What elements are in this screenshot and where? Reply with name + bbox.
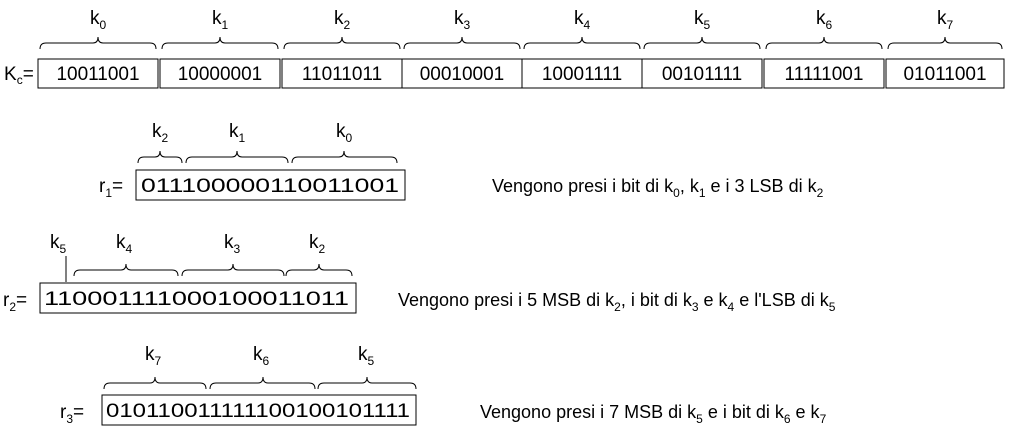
byte-bits: 00010001 [420, 64, 505, 85]
bits-box [135, 169, 406, 201]
bits-string: 110001111000100011011 [44, 289, 349, 310]
bits-box [101, 394, 417, 426]
brace-k4 [73, 263, 179, 277]
bits-string: 011100000110011001 [141, 176, 399, 197]
brace-k2 [137, 150, 183, 164]
key-byte-0: 10011001 k0 [37, 8, 159, 89]
brace-k5 [317, 376, 417, 390]
row-r2: r2= 110001111000100011011 k5 k4 k3 k2 Ve… [3, 232, 836, 314]
byte-label: k6 [816, 8, 833, 32]
key-byte-5: 00101111 k5 [641, 8, 763, 89]
brace-k1 [185, 150, 289, 164]
brace [887, 36, 1003, 50]
bits-string: 010110011111100100101111 [106, 401, 410, 422]
byte-box [885, 58, 1005, 89]
byte-bits: 10011001 [56, 64, 139, 85]
brace-k0 [291, 150, 398, 164]
brace-label: k2 [152, 121, 169, 145]
byte-label: k5 [694, 8, 711, 32]
brace-label: k7 [145, 344, 162, 368]
brace-label: k5 [358, 344, 375, 368]
row-r1: r1= 011100000110011001 k2 k1 k0 Vengono … [99, 121, 824, 201]
brace-k3 [181, 263, 285, 277]
brace-label: k1 [229, 121, 246, 145]
byte-label: k7 [937, 8, 954, 32]
brace [39, 36, 157, 50]
byte-bits: 00101111 [662, 64, 742, 85]
brace-label: k5 [50, 232, 67, 256]
row-description: Vengono presi i 5 MSB di k2, i bit di k3… [398, 290, 836, 314]
brace-k2 [285, 263, 353, 277]
key-byte-7: 01011001 k7 [885, 8, 1005, 89]
brace [161, 36, 279, 50]
byte-label: k1 [212, 8, 229, 32]
byte-label: k3 [454, 8, 471, 32]
row-r3: r3= 010110011111100100101111 k7 k6 k5 Ve… [60, 344, 827, 426]
byte-box [641, 58, 763, 89]
brace-label: k6 [253, 344, 270, 368]
key-byte-1: 10000001 k1 [159, 8, 281, 89]
brace [283, 36, 401, 50]
key-byte-3: 00010001 k3 [401, 8, 523, 89]
key-byte-2: 11011011 k2 [281, 8, 403, 89]
byte-box [159, 58, 281, 89]
brace-label: k4 [116, 232, 133, 256]
brace-label: k2 [309, 232, 326, 256]
key-byte-4: 10001111 k4 [521, 8, 643, 89]
byte-box [521, 58, 643, 89]
byte-box [763, 58, 885, 89]
byte-bits: 11111001 [785, 64, 864, 85]
row-label: r3= [60, 402, 84, 426]
brace [765, 36, 883, 50]
byte-bits: 10001111 [542, 64, 622, 85]
byte-bits: 11011011 [302, 64, 382, 85]
brace-label: k0 [336, 121, 353, 145]
byte-box [37, 58, 159, 89]
byte-label: k0 [90, 8, 107, 32]
byte-box [281, 58, 403, 89]
brace-k7 [103, 376, 207, 390]
brace-k6 [209, 376, 316, 390]
key-label: Kc= [4, 64, 34, 87]
row-description: Vengono presi i bit di k0, k1 e i 3 LSB … [492, 176, 824, 200]
key-byte-6: 11111001 k6 [763, 8, 885, 89]
row-label: r1= [99, 176, 123, 200]
byte-label: k4 [574, 8, 591, 32]
byte-bits: 01011001 [903, 64, 986, 85]
byte-bits: 10000001 [178, 64, 263, 85]
bits-box [39, 282, 357, 314]
row-label: r2= [3, 290, 27, 314]
brace [643, 36, 761, 50]
key-row: Kc= 10011001 k0 10000001 k1 11011011 k2 … [4, 8, 1005, 89]
byte-label: k2 [334, 8, 351, 32]
brace [403, 36, 521, 50]
row-description: Vengono presi i 7 MSB di k5 e i bit di k… [480, 402, 827, 426]
brace [523, 36, 641, 50]
brace-label: k3 [224, 232, 241, 256]
